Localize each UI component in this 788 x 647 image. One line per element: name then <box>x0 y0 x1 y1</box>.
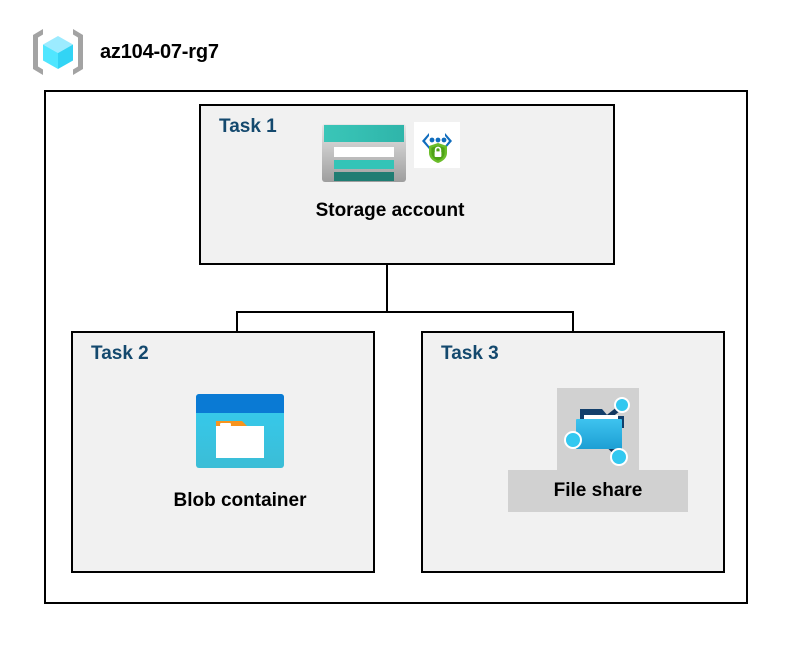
storage-account-icon-row <box>320 122 460 188</box>
resource-group-icon <box>30 27 86 77</box>
file-share-icon <box>560 391 636 467</box>
task-box-1: Task 1 <box>199 104 615 265</box>
resource-group-header: az104-07-rg7 <box>30 27 219 77</box>
file-share-caption-highlight: File share <box>508 470 688 512</box>
resource-group-name: az104-07-rg7 <box>100 40 219 63</box>
blob-container-caption: Blob container <box>173 490 307 511</box>
secure-endpoint-shield-icon <box>414 122 460 168</box>
file-share-caption: File share <box>553 480 643 501</box>
node-file-share[interactable]: File share <box>508 388 688 512</box>
connector-horizontal-bus <box>236 311 574 313</box>
task-3-label: Task 3 <box>441 343 499 364</box>
node-storage-account[interactable]: Storage account <box>290 122 490 222</box>
storage-account-icon <box>320 122 408 184</box>
storage-account-caption: Storage account <box>315 200 465 221</box>
file-share-icon-highlight <box>557 388 639 470</box>
connector-storage-trunk <box>386 232 388 313</box>
node-blob-container[interactable]: Blob container <box>150 392 330 512</box>
task-1-label: Task 1 <box>219 116 277 137</box>
task-2-label: Task 2 <box>91 343 149 364</box>
blob-container-icon <box>194 392 286 470</box>
